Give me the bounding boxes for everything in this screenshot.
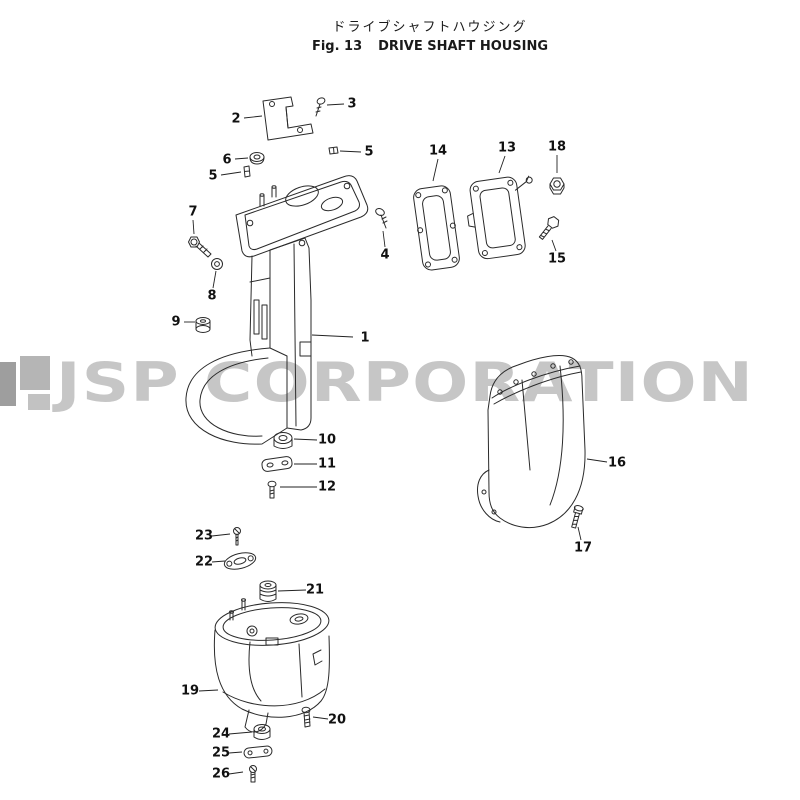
- leader-line-7: [192, 219, 195, 235]
- part-bolt-12: [267, 480, 277, 499]
- leader-line-26: [228, 771, 244, 775]
- part-number-8: 8: [207, 289, 216, 304]
- part-number-23: 23: [195, 529, 213, 544]
- figure-title-english: Fig. 13 DRIVE SHAFT HOUSING: [60, 39, 800, 54]
- leader-line-22: [211, 560, 226, 563]
- part-bolt-15: [538, 216, 560, 240]
- part-number-17: 17: [574, 541, 592, 556]
- part-number-5: 5: [364, 145, 373, 160]
- part-number-9: 9: [171, 315, 180, 330]
- part-number-25: 25: [212, 746, 230, 761]
- part-gasket-25: [243, 745, 273, 759]
- part-number-11: 11: [318, 457, 336, 472]
- leader-line-8: [212, 270, 217, 289]
- part-bolt-7: [188, 236, 212, 258]
- part-number-20: 20: [328, 713, 346, 728]
- part-number-16: 16: [608, 456, 626, 471]
- leader-line-13: [498, 155, 506, 174]
- part-gasket-22: [223, 552, 257, 570]
- part-number-7: 7: [188, 205, 197, 220]
- part-number-18: 18: [548, 140, 566, 155]
- part-pin-5b: [328, 146, 339, 155]
- part-bolt-20: [301, 706, 311, 728]
- part-number-6: 6: [222, 153, 231, 168]
- leader-line-17: [577, 526, 582, 541]
- part-screw-23: [233, 527, 241, 546]
- part-number-14: 14: [429, 144, 447, 159]
- part-number-4: 4: [380, 248, 389, 263]
- watermark-logo-icon: [0, 356, 56, 410]
- part-bracket: [262, 96, 314, 141]
- leader-line-19: [198, 689, 219, 692]
- figure-number: Fig. 13: [311, 39, 363, 54]
- part-bushing-21: [259, 580, 277, 602]
- leader-line-25: [228, 751, 243, 754]
- leader-line-14: [432, 158, 439, 182]
- part-gasket-14: [413, 185, 460, 271]
- figure-header: ドライブシャフトハウジング Fig. 13 DRIVE SHAFT HOUSING: [60, 16, 800, 54]
- part-number-5: 5: [208, 169, 217, 184]
- figure-title-japanese: ドライブシャフトハウジング: [332, 20, 528, 35]
- leader-line-3: [326, 103, 345, 106]
- part-nut-18: [549, 177, 565, 195]
- part-number-19: 19: [181, 684, 199, 699]
- part-grommet-6: [249, 152, 265, 165]
- leader-line-4: [382, 230, 386, 248]
- watermark: JSP CORPORATION: [0, 354, 800, 412]
- part-number-22: 22: [195, 555, 213, 570]
- leader-line-2: [243, 115, 263, 119]
- part-bushing-24: [253, 724, 271, 740]
- part-number-13: 13: [498, 141, 516, 156]
- part-number-26: 26: [212, 767, 230, 782]
- part-number-12: 12: [318, 480, 336, 495]
- part-grommet-9: [195, 317, 211, 333]
- part-number-1: 1: [360, 331, 369, 346]
- part-screw-26: [249, 765, 257, 783]
- part-washer-8: [211, 258, 223, 270]
- leader-line-21: [277, 589, 307, 592]
- part-cover-16: [477, 355, 586, 529]
- leader-line-1: [311, 334, 354, 338]
- leader-line-24: [228, 731, 253, 735]
- leader-line-6: [234, 157, 249, 160]
- leader-line-16: [586, 458, 608, 463]
- part-pin-5a: [243, 165, 251, 178]
- part-number-24: 24: [212, 727, 230, 742]
- part-screw-4: [375, 208, 388, 229]
- part-number-2: 2: [231, 112, 240, 127]
- part-drive-shaft-housing: [185, 175, 369, 445]
- figure-title-text: DRIVE SHAFT HOUSING: [378, 39, 549, 54]
- part-plate-11: [261, 456, 293, 472]
- watermark-text: JSP CORPORATION: [56, 351, 755, 414]
- leader-line-5: [339, 150, 362, 153]
- part-lower-housing: [213, 598, 330, 733]
- leader-line-5: [220, 171, 242, 176]
- part-screw-3: [315, 97, 326, 117]
- callout-layer: 1234556789101112131415161718192021222324…: [171, 97, 626, 782]
- part-number-3: 3: [347, 97, 356, 112]
- part-number-10: 10: [318, 433, 336, 448]
- leader-line-15: [551, 239, 557, 252]
- part-bushing-10: [273, 432, 293, 449]
- leader-line-10: [293, 438, 318, 441]
- part-number-21: 21: [306, 583, 324, 598]
- part-bolt-17: [571, 505, 584, 529]
- part-number-15: 15: [548, 252, 566, 267]
- part-plate-13: [467, 175, 533, 260]
- leader-line-20: [312, 716, 329, 720]
- leader-line-23: [211, 533, 231, 537]
